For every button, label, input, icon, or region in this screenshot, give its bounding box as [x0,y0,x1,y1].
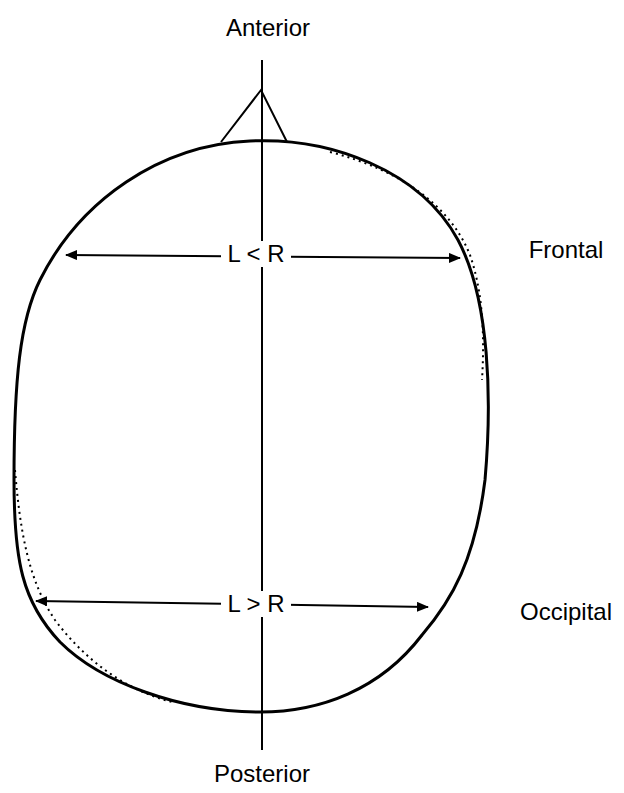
region-label: Frontal [529,237,604,263]
measure-label: L > R [221,591,290,617]
asymmetry-dotted [330,152,483,380]
nose-triangle [221,90,287,142]
asymmetry-dotted [15,470,172,702]
measure-label: L < R [221,241,290,267]
midline [261,60,263,750]
head-outline [14,141,488,712]
direction-label: Anterior [226,15,310,41]
region-label: Occipital [520,599,612,625]
direction-label: Posterior [214,761,310,787]
